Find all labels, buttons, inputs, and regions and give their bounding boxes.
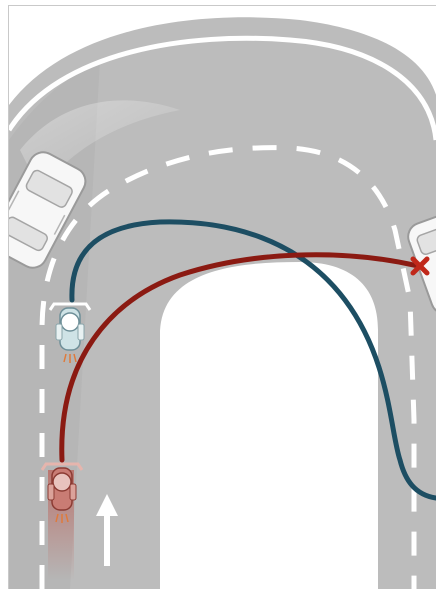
inner-island [174,280,364,589]
